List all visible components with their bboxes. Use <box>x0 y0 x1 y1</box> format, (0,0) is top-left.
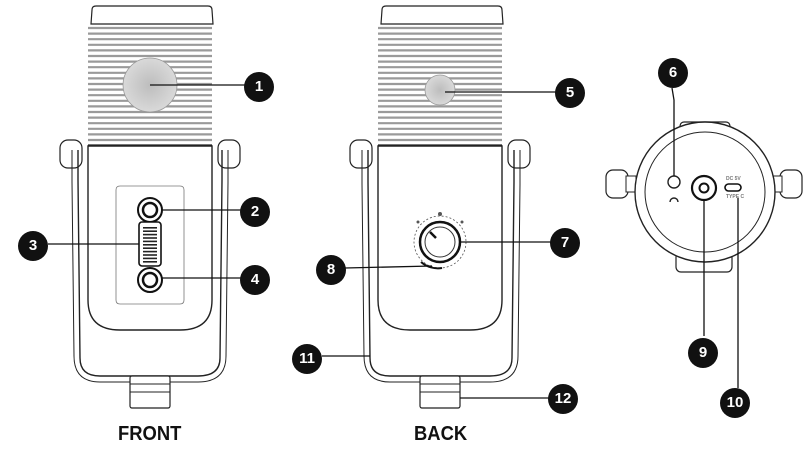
back-grille-cap <box>380 5 504 25</box>
callout-11: 11 <box>292 344 322 374</box>
front-view-label: FRONT <box>118 423 182 445</box>
callout-3: 3 <box>18 231 48 261</box>
callout-5: 5 <box>555 78 585 108</box>
headphone-icon <box>669 197 679 203</box>
front-grille-cap <box>90 5 214 25</box>
back-view-label: BACK <box>414 423 468 445</box>
meter-segment <box>143 230 157 232</box>
meter-segment <box>143 254 157 256</box>
back-capsule <box>424 74 456 106</box>
front-level-meter-bars <box>143 227 157 263</box>
meter-segment <box>143 233 157 236</box>
callout-4: 4 <box>240 265 270 295</box>
bottom-left-knob <box>605 169 629 199</box>
callout-10: 10 <box>720 388 750 418</box>
meter-segment <box>143 227 157 229</box>
bottom-view: DC 5V TYPE C <box>605 121 803 273</box>
back-left-knob <box>349 139 373 169</box>
front-right-knob <box>217 139 241 169</box>
back-right-knob <box>507 139 531 169</box>
meter-segment <box>143 247 157 249</box>
meter-segment <box>143 261 157 263</box>
meter-segment <box>143 250 157 253</box>
back-view <box>349 5 531 409</box>
callout-9: 9 <box>688 338 718 368</box>
callout-1: 1 <box>244 72 274 102</box>
usb-type-marking: TYPE C <box>726 194 744 200</box>
meter-segment <box>143 237 157 239</box>
callout-6: 6 <box>658 58 688 88</box>
meter-segment <box>143 244 157 246</box>
usb-voltage-marking: DC 5V <box>726 176 741 182</box>
callout-8: 8 <box>316 255 346 285</box>
leader-lines <box>48 84 739 399</box>
meter-segment <box>143 257 157 260</box>
callout-12: 12 <box>548 384 578 414</box>
front-left-knob <box>59 139 83 169</box>
callout-7: 7 <box>550 228 580 258</box>
front-view <box>59 5 241 409</box>
headphone-jack <box>667 175 681 189</box>
callout-2: 2 <box>240 197 270 227</box>
bottom-right-knob <box>779 169 803 199</box>
meter-segment <box>143 240 157 243</box>
front-control-panel <box>115 185 185 305</box>
usb-c-port <box>724 183 742 192</box>
